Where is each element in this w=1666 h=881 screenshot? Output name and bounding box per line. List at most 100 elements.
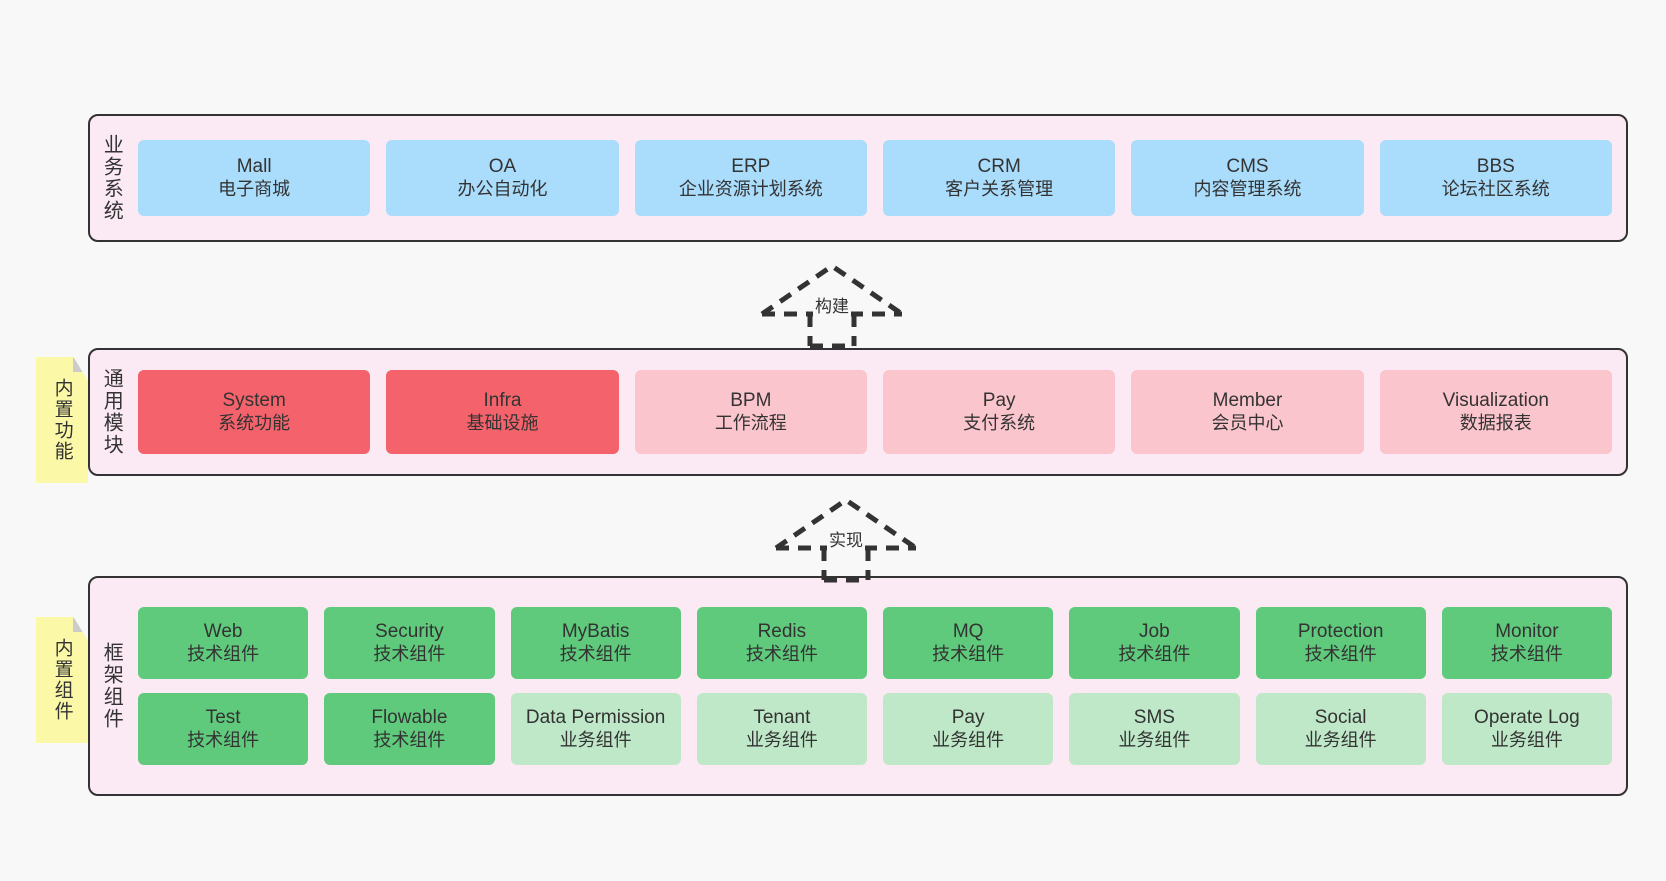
- node-row: Test 技术组件 Flowable 技术组件 Data Permission …: [138, 693, 1612, 765]
- node-security[interactable]: Security 技术组件: [324, 607, 495, 679]
- node-title-cn: 企业资源计划系统: [678, 178, 823, 199]
- node-title-cn: 业务组件: [745, 729, 818, 750]
- node-title-en: Web: [203, 620, 243, 642]
- layer-common-module: 通用模块 System 系统功能 Infra 基础设施 BPM 工作流程 Pay…: [88, 348, 1628, 476]
- node-row: Web 技术组件 Security 技术组件 MyBatis 技术组件 Redi…: [138, 607, 1612, 679]
- node-title-en: Tenant: [753, 706, 811, 728]
- node-title-cn: 技术组件: [187, 729, 260, 750]
- node-title-cn: 论坛社区系统: [1441, 178, 1550, 199]
- node-protection[interactable]: Protection 技术组件: [1255, 607, 1426, 679]
- node-erp[interactable]: ERP 企业资源计划系统: [634, 140, 867, 216]
- arrowhead-triangle: [760, 262, 904, 317]
- arrowhead-triangle: [774, 496, 918, 551]
- sticky-note-label: 内置功能: [51, 378, 73, 462]
- layer-business-system: 业务系统 Mall 电子商城 OA 办公自动化 ERP 企业资源计划系统 CRM…: [88, 114, 1628, 242]
- node-title-cn: 内容管理系统: [1193, 178, 1302, 199]
- node-title-en: Test: [205, 706, 241, 728]
- node-pay-component[interactable]: Pay 业务组件: [883, 693, 1054, 765]
- node-title-en: MyBatis: [561, 620, 630, 642]
- node-oa[interactable]: OA 办公自动化: [386, 140, 619, 216]
- node-mall[interactable]: Mall 电子商城: [138, 140, 371, 216]
- node-title-cn: 技术组件: [559, 643, 632, 664]
- node-pay[interactable]: Pay 支付系统: [882, 370, 1116, 454]
- node-title-en: System: [222, 389, 286, 411]
- node-title-en: MQ: [952, 620, 984, 642]
- node-operate-log[interactable]: Operate Log 业务组件: [1441, 693, 1612, 765]
- node-title-en: Job: [1139, 620, 1170, 642]
- node-social[interactable]: Social 业务组件: [1255, 693, 1426, 765]
- node-title-cn: 技术组件: [1304, 643, 1377, 664]
- node-mq[interactable]: MQ 技术组件: [883, 607, 1054, 679]
- node-bbs[interactable]: BBS 论坛社区系统: [1379, 140, 1612, 216]
- note-fold-corner-icon: [73, 617, 88, 632]
- node-visualization[interactable]: Visualization 数据报表: [1379, 370, 1612, 454]
- node-title-en: Flowable: [371, 706, 448, 728]
- node-title-cn: 业务组件: [1304, 729, 1377, 750]
- node-title-cn: 技术组件: [745, 643, 818, 664]
- node-title-cn: 技术组件: [373, 729, 446, 750]
- node-web[interactable]: Web 技术组件: [138, 607, 309, 679]
- node-title-en: Social: [1314, 706, 1367, 728]
- node-title-en: Protection: [1297, 620, 1384, 642]
- node-title-cn: 技术组件: [1118, 643, 1191, 664]
- node-title-cn: 业务组件: [559, 729, 632, 750]
- layer-title-business-system: 业务系统: [100, 134, 123, 222]
- node-mybatis[interactable]: MyBatis 技术组件: [510, 607, 681, 679]
- node-title-cn: 技术组件: [932, 643, 1005, 664]
- node-test[interactable]: Test 技术组件: [138, 693, 309, 765]
- node-title-en: Security: [375, 620, 444, 642]
- layer-title-framework-component: 框架组件: [100, 642, 123, 730]
- node-title-en: ERP: [731, 155, 771, 177]
- node-title-en: Pay: [951, 706, 985, 728]
- layer-framework-component: 框架组件 Web 技术组件 Security 技术组件 MyBatis 技术组件…: [88, 576, 1628, 796]
- node-row: System 系统功能 Infra 基础设施 BPM 工作流程 Pay 支付系统…: [138, 370, 1612, 454]
- node-crm[interactable]: CRM 客户关系管理: [882, 140, 1116, 216]
- connector-implement: 实现: [772, 496, 920, 583]
- sticky-note-builtin-component: 内置组件: [36, 617, 88, 743]
- node-title-cn: 技术组件: [1490, 643, 1563, 664]
- node-redis[interactable]: Redis 技术组件: [696, 607, 867, 679]
- node-title-cn: 数据报表: [1459, 412, 1532, 433]
- node-row: Mall 电子商城 OA 办公自动化 ERP 企业资源计划系统 CRM 客户关系…: [138, 140, 1612, 216]
- layer-body-framework-component: Web 技术组件 Security 技术组件 MyBatis 技术组件 Redi…: [132, 578, 1626, 794]
- node-title-en: Pay: [982, 389, 1016, 411]
- node-cms[interactable]: CMS 内容管理系统: [1131, 140, 1364, 216]
- node-flowable[interactable]: Flowable 技术组件: [324, 693, 495, 765]
- node-title-en: Operate Log: [1474, 706, 1580, 728]
- sticky-note-builtin-function: 内置功能: [36, 357, 88, 483]
- node-sms[interactable]: SMS 业务组件: [1069, 693, 1240, 765]
- node-title-cn: 支付系统: [963, 412, 1036, 433]
- node-data-permission[interactable]: Data Permission 业务组件: [510, 693, 681, 765]
- node-title-cn: 基础设施: [466, 412, 539, 433]
- node-title-en: OA: [488, 155, 517, 177]
- node-infra[interactable]: Infra 基础设施: [386, 370, 619, 454]
- layer-body-common-module: System 系统功能 Infra 基础设施 BPM 工作流程 Pay 支付系统…: [132, 350, 1626, 474]
- node-title-cn: 工作流程: [714, 412, 787, 433]
- connector-label-build: 构建: [813, 292, 851, 317]
- node-title-cn: 业务组件: [1490, 729, 1563, 750]
- node-system[interactable]: System 系统功能: [138, 370, 371, 454]
- node-monitor[interactable]: Monitor 技术组件: [1441, 607, 1612, 679]
- node-title-cn: 业务组件: [1118, 729, 1191, 750]
- node-title-en: Data Permission: [525, 706, 666, 728]
- note-fold-corner-icon: [73, 357, 88, 372]
- node-title-en: Monitor: [1495, 620, 1559, 642]
- node-title-cn: 技术组件: [373, 643, 446, 664]
- node-title-en: Infra: [483, 389, 522, 411]
- node-title-cn: 会员中心: [1211, 412, 1284, 433]
- node-title-en: SMS: [1133, 706, 1175, 728]
- node-title-cn: 办公自动化: [457, 178, 548, 199]
- node-title-en: Redis: [757, 620, 807, 642]
- node-title-cn: 系统功能: [218, 412, 291, 433]
- node-title-en: Visualization: [1442, 389, 1549, 411]
- node-member[interactable]: Member 会员中心: [1131, 370, 1364, 454]
- node-job[interactable]: Job 技术组件: [1069, 607, 1240, 679]
- sticky-note-label: 内置组件: [51, 638, 73, 722]
- node-title-en: BBS: [1476, 155, 1515, 177]
- node-tenant[interactable]: Tenant 业务组件: [696, 693, 867, 765]
- node-bpm[interactable]: BPM 工作流程: [634, 370, 867, 454]
- node-title-en: CRM: [977, 155, 1021, 177]
- connector-build: 构建: [758, 262, 906, 349]
- node-title-en: Member: [1212, 389, 1283, 411]
- connector-label-implement: 实现: [827, 526, 865, 551]
